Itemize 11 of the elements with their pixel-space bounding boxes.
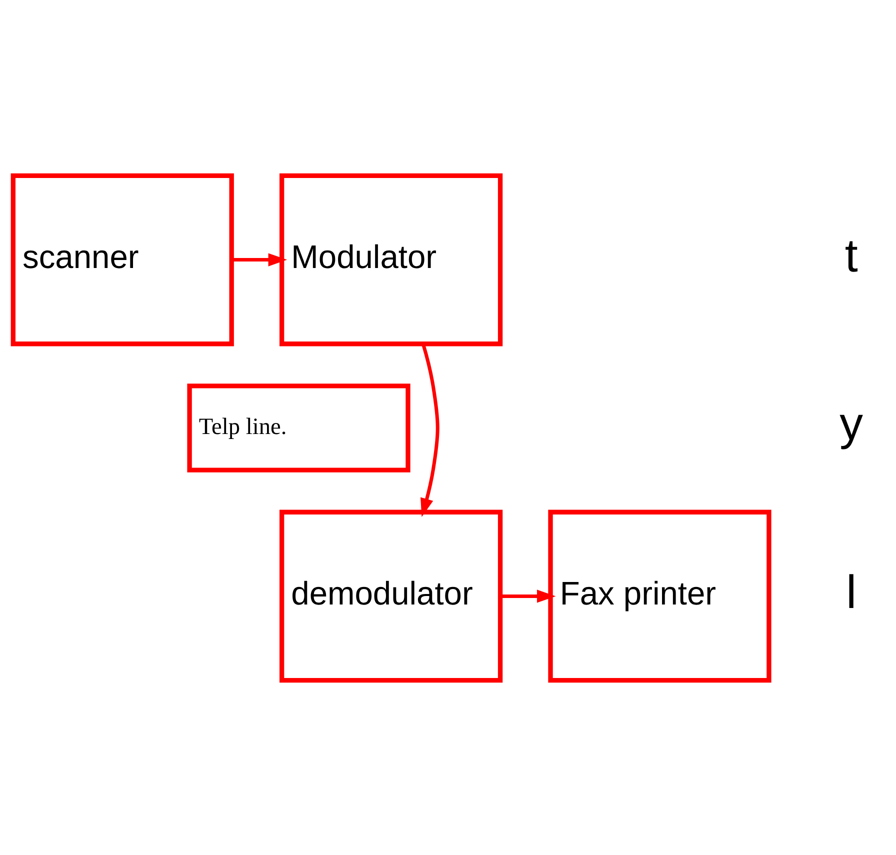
arrow [420, 343, 440, 517]
label: l [846, 565, 857, 618]
node-box: Modulator [279, 172, 503, 346]
node-box: Telp line. [187, 383, 410, 472]
label: t [844, 228, 858, 281]
node-box: Fax printer [548, 509, 772, 682]
arrow [500, 589, 556, 602]
arrow [232, 252, 288, 266]
label: y [840, 397, 863, 450]
node-box: demodulator [279, 509, 503, 682]
node-box: scanner [10, 172, 234, 346]
